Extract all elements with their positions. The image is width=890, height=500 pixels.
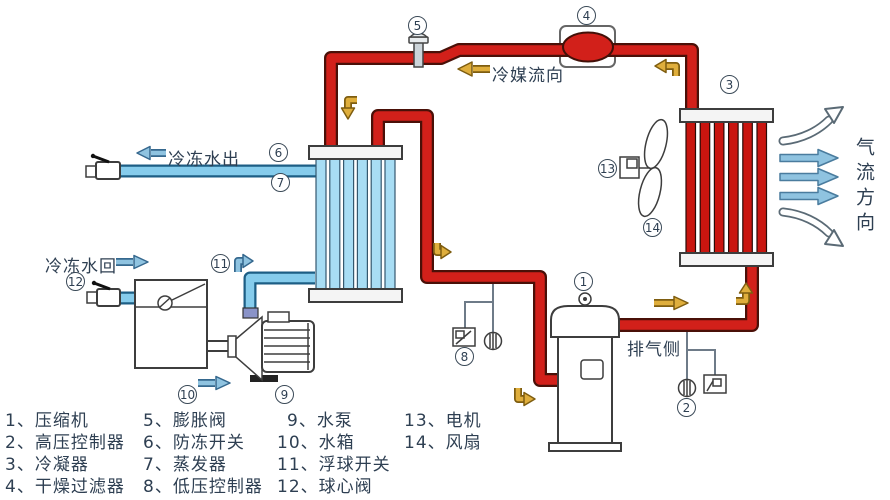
exhaust-side-label: 排气侧 <box>627 340 681 360</box>
legend-item: 2、高压控制器 <box>5 433 125 453</box>
marker-water-tank: 10 <box>178 385 197 404</box>
legend-item: 1、压缩机 <box>5 411 89 431</box>
marker-evaporator: 7 <box>271 173 290 192</box>
marker-float-switch: 11 <box>211 254 230 273</box>
marker-motor: 13 <box>598 159 617 178</box>
pump-pipe-connector <box>242 307 259 319</box>
expansion-valve-icon <box>408 32 429 68</box>
pump-discharge-pipe <box>243 271 315 316</box>
refrigerant-liquid-line <box>324 43 699 152</box>
airflow-direction-label: 气流方向 <box>853 137 875 237</box>
legend-item: 3、冷凝器 <box>5 455 89 475</box>
water-pump <box>206 311 315 382</box>
high-pressure-controller <box>677 332 727 398</box>
water-tank <box>134 279 208 369</box>
refrigerant-suction-line <box>371 109 562 387</box>
legend-column-4: 13、电机 14、风扇 <box>404 410 482 454</box>
refrigerant-discharge-line <box>608 262 759 332</box>
legend-column-1: 1、压缩机 2、高压控制器 3、冷凝器 4、干燥过滤器 <box>5 410 125 498</box>
refrigerant-flow-arrows <box>340 58 754 407</box>
marker-ball-valve: 12 <box>66 272 85 291</box>
chilled-water-return-label: 冷冻水回 <box>45 257 117 277</box>
legend-item: 5、膨胀阀 <box>143 411 227 431</box>
pump-base <box>250 375 278 382</box>
ball-valve <box>86 280 121 307</box>
legend-column-2: 5、膨胀阀 6、防冻开关 7、蒸发器 8、低压控制器 <box>143 410 263 498</box>
chilled-water-out-label: 冷冻水出 <box>168 150 240 170</box>
marker-high-pressure-controller: 2 <box>677 398 696 417</box>
condenser <box>679 108 774 267</box>
airflow-arrows <box>778 106 844 247</box>
legend-item: 7、蒸发器 <box>143 455 227 475</box>
marker-water-pump: 9 <box>275 385 294 404</box>
water-out-valve <box>85 153 121 180</box>
legend-item: 14、风扇 <box>404 433 482 453</box>
low-pressure-controller <box>452 284 503 351</box>
legend-item: 11、浮球开关 <box>277 455 391 475</box>
refrigerant-flow-label: 冷媒流向 <box>492 66 564 86</box>
marker-fan: 14 <box>643 218 662 237</box>
fan-blade-icon <box>643 118 669 170</box>
legend-item: 8、低压控制器 <box>143 477 263 497</box>
legend-item: 4、干燥过滤器 <box>5 477 125 497</box>
legend-item: 12、球心阀 <box>277 477 373 497</box>
fan-blade-icon <box>637 166 663 218</box>
marker-drier-filter: 4 <box>577 6 596 25</box>
legend-item: 10、水箱 <box>277 433 355 453</box>
marker-condenser: 3 <box>720 75 739 94</box>
drier-filter-icon <box>562 31 614 63</box>
marker-low-pressure-controller: 8 <box>455 347 474 366</box>
legend-item: 9、水泵 <box>287 411 353 431</box>
marker-compressor: 1 <box>574 272 593 291</box>
evaporator <box>308 145 403 303</box>
compressor <box>548 292 622 452</box>
marker-expansion-valve: 5 <box>408 16 427 35</box>
legend-item: 6、防冻开关 <box>143 433 245 453</box>
fan-motor <box>619 118 669 218</box>
legend-item: 13、电机 <box>404 411 482 431</box>
marker-antifreeze-switch: 6 <box>269 143 288 162</box>
water-flow-arrows <box>116 145 254 391</box>
legend-column-3: 9、水泵 10、水箱 11、浮球开关 12、球心阀 <box>277 410 391 498</box>
